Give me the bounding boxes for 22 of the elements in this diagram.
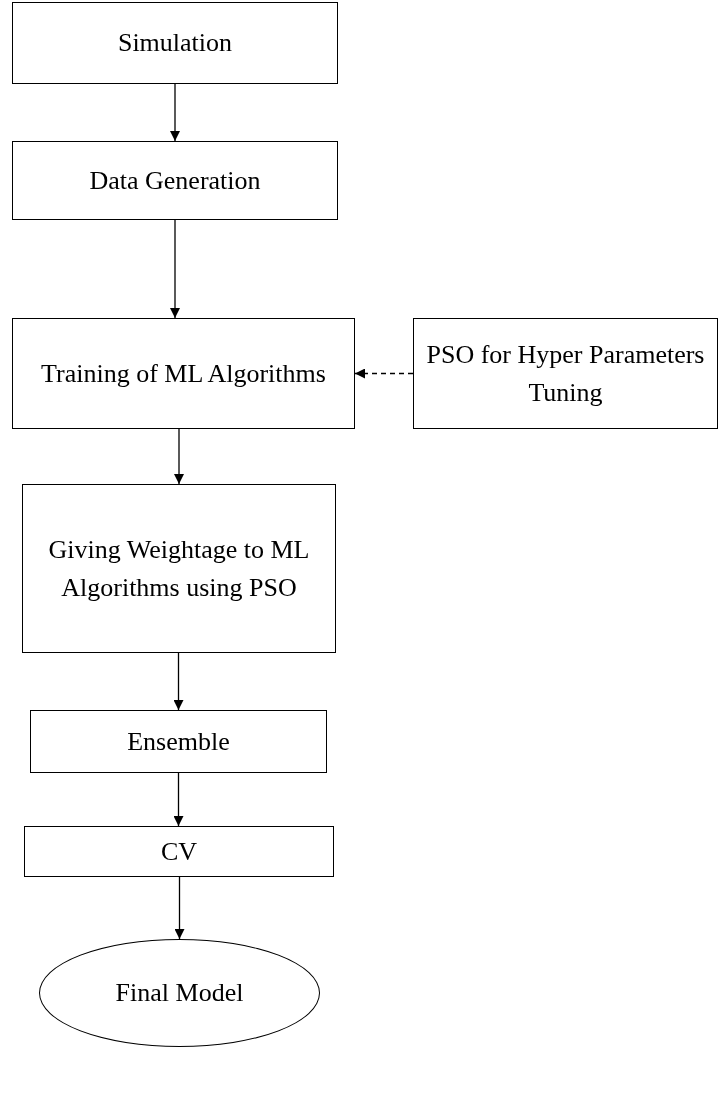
process-box (12, 2, 338, 84)
process-box (22, 484, 336, 653)
process-box (30, 710, 327, 773)
process-box (12, 318, 355, 429)
arrow (170, 83, 180, 142)
node-label: Ensemble (127, 725, 230, 758)
arrow (174, 876, 185, 940)
node-label: PSO for Hyper Parameters Tuning (425, 338, 706, 409)
node-label: Final Model (115, 977, 244, 1009)
node-label: Giving Weightage to ML Algorithms using PSO (47, 533, 311, 604)
arrow (173, 652, 184, 711)
process-box (413, 318, 718, 429)
node-label: Training of ML Algorithms (41, 357, 326, 390)
node-label: Data Generation (89, 164, 261, 197)
arrow (170, 219, 180, 319)
node-label: Simulation (117, 27, 233, 59)
arrow (354, 368, 414, 379)
arrow (173, 772, 184, 827)
process-box (12, 141, 338, 220)
arrow (174, 428, 184, 485)
node-label: CV (160, 835, 198, 868)
process-box (24, 826, 334, 877)
